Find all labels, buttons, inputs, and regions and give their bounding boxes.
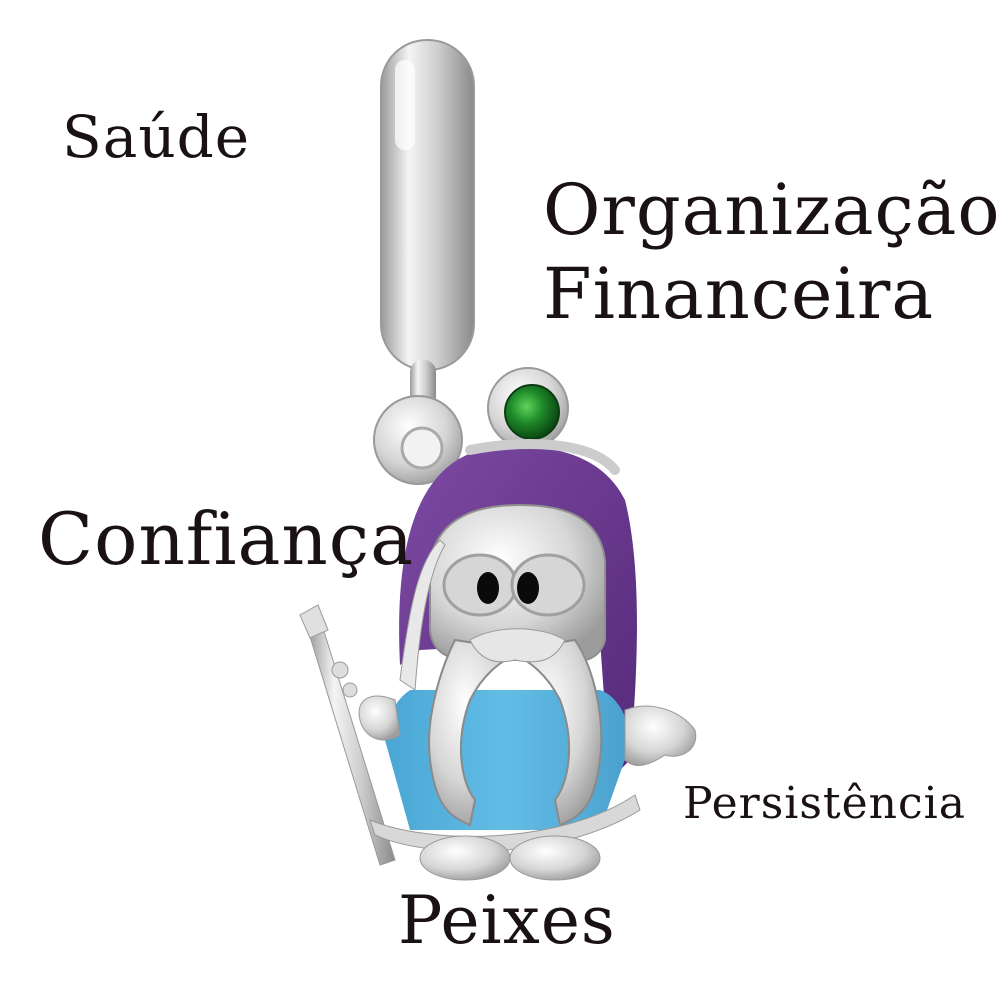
label-peixes: Peixes [398, 882, 616, 959]
label-confianca: Confiança [38, 497, 415, 581]
staff [299, 604, 396, 866]
label-organizacao-line2: Financeira [543, 253, 935, 335]
bail [380, 39, 475, 440]
beard [428, 628, 603, 827]
feet [419, 835, 601, 881]
gem-bezel [487, 367, 569, 449]
label-persistencia: Persistência [683, 778, 966, 829]
label-saude: Saúde [62, 103, 251, 171]
label-organizacao-financeira: Organização Financeira [543, 168, 1000, 336]
jump-ring [373, 395, 463, 485]
green-gem-icon [504, 384, 560, 440]
label-organizacao-line1: Organização [543, 169, 1000, 251]
eyes [442, 553, 586, 617]
